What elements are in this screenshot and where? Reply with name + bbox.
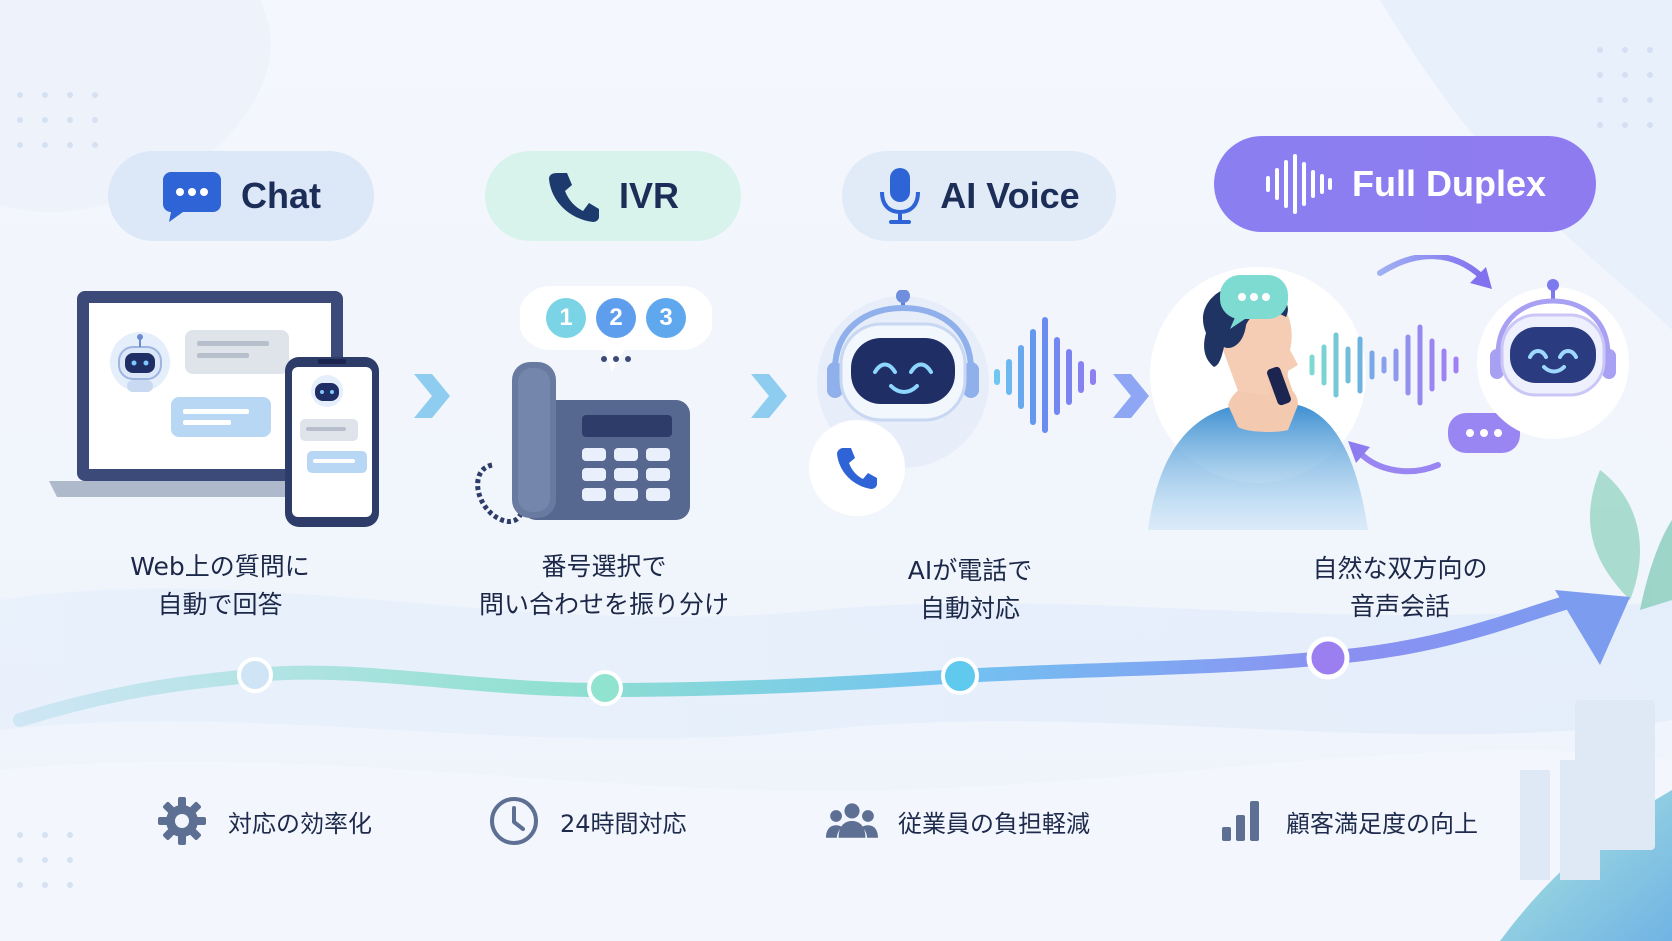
users-icon xyxy=(826,795,878,847)
benefit-label: 対応の効率化 xyxy=(228,809,372,838)
desk-phone-illustration xyxy=(475,362,690,525)
chevron-right-icon xyxy=(1113,374,1149,418)
chat-bubble-blue xyxy=(171,397,271,437)
benefit-label: 従業員の負担軽減 xyxy=(898,809,1090,838)
phone-display xyxy=(582,415,672,437)
chat-bubble-gray xyxy=(185,330,289,374)
progress-timeline xyxy=(13,590,1630,727)
caption-line: 問い合わせを振り分け xyxy=(478,590,729,619)
caption-line: 自動対応 xyxy=(919,594,1020,623)
robot-icon xyxy=(110,332,170,392)
soundwave xyxy=(994,317,1096,433)
timeline-dot-ivr xyxy=(587,670,623,706)
ivr-key-3: 3 xyxy=(659,304,673,331)
stage-caption-full-duplex: 自然な双方向の 音声会話 xyxy=(1240,550,1560,626)
caption-line: 番号選択で xyxy=(541,552,667,581)
soundwave-icon xyxy=(1264,154,1334,214)
stage-pill-chat: Chat xyxy=(108,151,374,241)
ivr-key-1: 1 xyxy=(559,304,573,331)
stage-label-full-duplex: Full Duplex xyxy=(1351,163,1546,204)
benefit-satisfaction: 顧客満足度の向上 xyxy=(1214,795,1478,847)
stage-pill-full-duplex: Full Duplex xyxy=(1214,136,1596,232)
soundwave xyxy=(1309,324,1459,406)
chevron-right-icon xyxy=(414,374,450,418)
number-bubble: 1 2 3 xyxy=(520,282,712,378)
arrow-head xyxy=(1555,590,1630,665)
stage-caption-ai-voice: AIが電話で 自動対応 xyxy=(810,552,1130,628)
call-badge xyxy=(809,420,905,516)
stage-pill-ai-voice: AI Voice xyxy=(842,151,1116,241)
chat-bubble-icon xyxy=(161,168,223,224)
chat-bubble-teal xyxy=(1220,275,1288,329)
benefit-24h: 24時間対応 xyxy=(488,795,687,847)
caption-line: 音声会話 xyxy=(1349,592,1450,621)
gear-icon xyxy=(156,795,208,847)
stage-caption-chat: Web上の質問に 自動で回答 xyxy=(60,548,380,624)
timeline-dot-chat xyxy=(237,657,273,693)
caption-line: Web上の質問に xyxy=(130,552,310,581)
benefit-efficiency: 対応の効率化 xyxy=(156,795,372,847)
benefit-label: 24時間対応 xyxy=(560,809,687,838)
timeline-dot-full-duplex xyxy=(1306,636,1350,680)
clock-icon xyxy=(488,795,540,847)
stage-caption-ivr: 番号選択で 問い合わせを振り分け xyxy=(444,548,764,624)
cycle-arrow-top xyxy=(1377,255,1485,280)
mobile-phone xyxy=(1267,366,1291,406)
ivr-key-2: 2 xyxy=(609,304,623,331)
caption-line: AIが電話で xyxy=(907,556,1033,585)
bar-chart-icon xyxy=(1214,795,1266,847)
caption-line: 自動で回答 xyxy=(157,590,283,619)
stage-label-ai-voice: AI Voice xyxy=(940,175,1080,216)
chat-illustration xyxy=(49,291,379,527)
caption-line: 自然な双方向の xyxy=(1312,554,1488,583)
full-duplex-illustration xyxy=(1148,255,1629,530)
microphone-icon xyxy=(878,166,922,226)
cycle-arrow-bottom xyxy=(1357,450,1441,475)
person-body xyxy=(1148,405,1368,530)
stage-label-chat: Chat xyxy=(241,175,321,216)
benefit-staff-load: 従業員の負担軽減 xyxy=(826,795,1090,847)
stage-pill-ivr: IVR xyxy=(485,151,741,241)
benefit-label: 顧客満足度の向上 xyxy=(1286,809,1478,838)
phone-icon xyxy=(547,169,601,223)
timeline-dot-ai-voice xyxy=(941,657,979,695)
stage-label-ivr: IVR xyxy=(618,175,679,216)
ai-voice-illustration xyxy=(809,290,1096,516)
chevron-right-icon xyxy=(751,374,787,418)
